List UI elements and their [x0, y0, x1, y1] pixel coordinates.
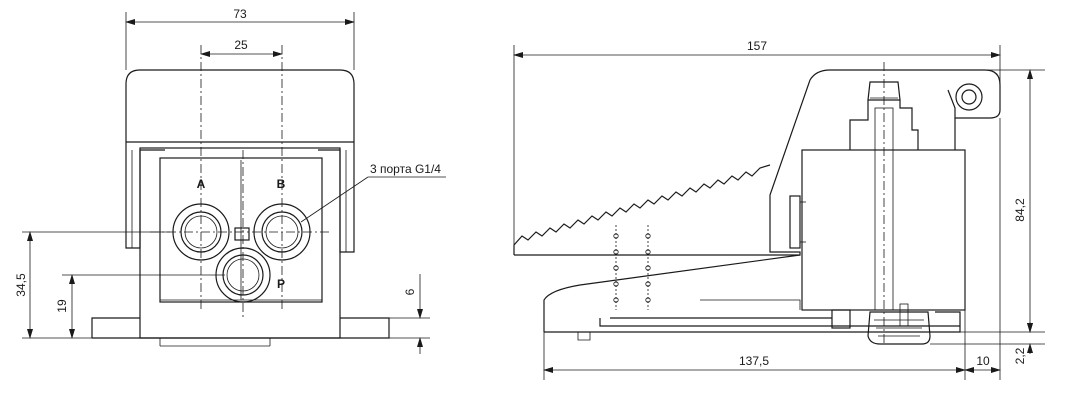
dim-width-total: 73 [233, 7, 247, 21]
side-fitting [789, 195, 801, 249]
side-body-steps [849, 99, 919, 150]
side-view: 157 84,2 137,5 10 2,2 [513, 39, 1045, 380]
dim-base-length: 137,5 [739, 354, 769, 368]
side-seal [867, 311, 931, 345]
side-base [543, 254, 961, 333]
port-label-b: B [277, 177, 286, 191]
side-spring [613, 225, 651, 310]
dim-offset-right: 10 [976, 354, 990, 368]
port-label-a: A [197, 177, 206, 191]
dim-height-p: 19 [55, 299, 69, 313]
side-hinge [955, 83, 983, 111]
dim-height-ab: 34,5 [14, 273, 28, 297]
front-view: 73 25 A B P 3 порта G1/4 34,5 19 6 [14, 7, 446, 354]
dim-port-spacing: 25 [234, 38, 248, 52]
side-valve-body [801, 149, 966, 311]
dim-length-total: 157 [747, 39, 767, 53]
front-pedal-cover [125, 69, 355, 142]
port-label-p: P [277, 277, 285, 291]
front-right-bracket [318, 142, 355, 253]
side-pedal-serration [513, 164, 771, 255]
dim-offset-bottom: 2,2 [1013, 347, 1027, 364]
front-center-insert [234, 227, 250, 241]
callout-ports: 3 порта G1/4 [370, 162, 441, 176]
front-base-plate [91, 317, 390, 339]
dim-base-thickness: 6 [403, 288, 417, 295]
front-body [139, 147, 341, 339]
side-pedal [514, 69, 1001, 256]
dim-height-total: 84,2 [1013, 198, 1027, 222]
